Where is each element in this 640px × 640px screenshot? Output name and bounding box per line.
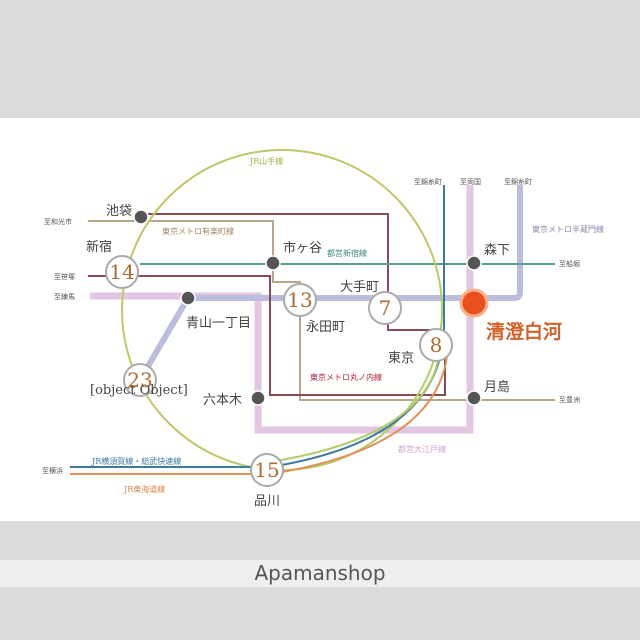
aoyama-label: 青山一丁目 (186, 316, 251, 331)
tokaido-label: JR東海道線 (123, 484, 165, 494)
ichigaya-dot (265, 255, 281, 271)
tokyo-label: 東京 (388, 350, 414, 366)
nagatacho-minutes: 13 (287, 288, 312, 312)
marunouchi-label: 東京メトロ丸ノ内線 (310, 372, 382, 382)
brand-band (0, 560, 640, 587)
direction-nerima: 至練馬 (54, 292, 75, 301)
kiyosumi-dot (459, 288, 489, 318)
direction-kinshicho-1: 至錦糸町 (414, 177, 442, 186)
shinjuku-label: 新宿 (86, 239, 112, 255)
yurakucho-label: 東京メトロ有楽町線 (162, 226, 234, 236)
kiyosumi-label: 清澄白河 (486, 320, 562, 343)
brand-label: Apamanshop (254, 561, 386, 585)
shibuya-label: [object Object] (90, 383, 188, 398)
roppongi-dot (250, 390, 266, 406)
direction-toyosu: 至豊洲 (559, 395, 580, 404)
marunouchi-line (88, 213, 446, 396)
ikebukuro-dot (133, 209, 149, 225)
shinjuku-line-label: 都営新宿線 (327, 248, 367, 258)
tokaido-line (70, 344, 449, 475)
aoyama-dot (180, 290, 196, 306)
direction-funabori: 至船堀 (559, 259, 580, 268)
direction-sasazuka: 至笹塚 (54, 272, 75, 281)
ikebukuro-label: 池袋 (106, 204, 132, 219)
oedo-label: 都営大江戸線 (398, 444, 446, 454)
hanzomon-label: 東京メトロ半蔵門線 (532, 224, 604, 234)
route-map: 14 13 7 8 23 15 池袋 新宿 市ヶ谷 永田町 大手町 東京 森下 … (0, 118, 640, 521)
shinjuku-minutes: 14 (109, 260, 134, 284)
direction-ryogoku: 至両国 (460, 178, 481, 186)
tsukishima-label: 月島 (484, 380, 510, 395)
tsukishima-dot (466, 390, 482, 406)
yokosuka-label: JR横須賀線・総武快速線 (91, 456, 181, 466)
nagatacho-label: 永田町 (306, 320, 345, 335)
otemachi-minutes: 7 (379, 296, 392, 320)
jr-green-line (269, 344, 441, 463)
direction-wakoshi: 至和光市 (44, 217, 72, 226)
yamanote-label: JR山手線 (249, 156, 283, 166)
direction-yokohama: 至横浜 (42, 466, 63, 475)
shibuya-minutes: 23 (127, 368, 152, 392)
morishita-dot (466, 255, 482, 271)
roppongi-label: 六本木 (203, 393, 242, 408)
tokyo-minutes: 8 (430, 333, 443, 357)
otemachi-label: 大手町 (340, 280, 379, 295)
ichigaya-label: 市ヶ谷 (283, 240, 322, 256)
direction-kinshicho-2: 至錦糸町 (504, 177, 532, 186)
shinagawa-minutes: 15 (254, 458, 279, 482)
morishita-label: 森下 (484, 243, 510, 258)
hanzomon-line (137, 185, 523, 382)
shinagawa-label: 品川 (254, 494, 280, 509)
